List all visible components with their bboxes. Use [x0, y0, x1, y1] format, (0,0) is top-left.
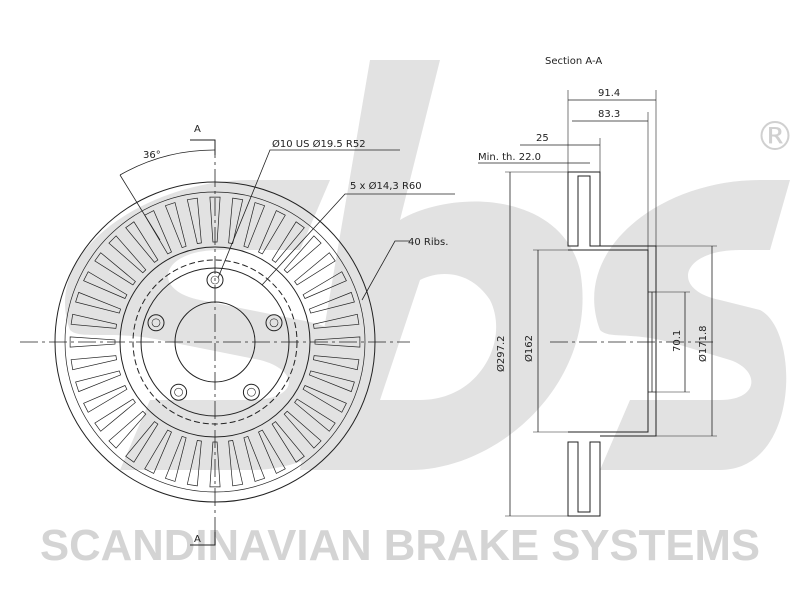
- rib: [144, 429, 172, 474]
- rib: [186, 197, 202, 245]
- section-marker-bottom: A: [194, 534, 201, 545]
- bolt-hole-inner: [210, 275, 220, 285]
- rib: [258, 210, 286, 255]
- center-hole-leader: [217, 149, 400, 279]
- rib: [302, 271, 347, 299]
- rib: [108, 235, 147, 274]
- dim-outer-diameter: Ø297.2: [495, 336, 507, 373]
- angle-arc: [119, 149, 216, 176]
- rib: [312, 355, 360, 371]
- bolt-hole: [147, 314, 165, 332]
- rib: [70, 355, 118, 371]
- rib: [125, 421, 159, 463]
- bolt-hole-inner: [174, 387, 183, 397]
- rib: [283, 410, 322, 449]
- rib: [83, 385, 128, 413]
- center-hole-label: Ø10 US Ø19.5 R52: [272, 138, 366, 150]
- section-arrow-bottom: [190, 532, 216, 546]
- rib: [294, 252, 336, 286]
- sbs-watermark-logo: [64, 60, 790, 470]
- dim-overall-height: 91.4: [598, 88, 620, 99]
- section-view: [478, 90, 717, 517]
- dim-min-thickness: Min. th. 22.0: [478, 152, 541, 163]
- rib: [243, 435, 266, 482]
- rib: [312, 313, 360, 329]
- rib: [228, 197, 244, 245]
- rib: [94, 252, 136, 286]
- dim-thickness: 25: [536, 133, 549, 144]
- dim-inner-diameter: Ø171.8: [697, 326, 709, 363]
- rib: [308, 370, 355, 393]
- ribs-leader: [361, 240, 410, 301]
- rib: [283, 235, 322, 274]
- angle-leader: [119, 174, 161, 241]
- rib: [108, 410, 147, 449]
- rib: [258, 429, 286, 474]
- rib: [164, 435, 187, 482]
- rib: [294, 398, 336, 432]
- rib: [209, 196, 221, 243]
- rib: [75, 291, 122, 314]
- rib: [228, 439, 244, 487]
- bolt-hole: [265, 314, 283, 332]
- rib: [271, 421, 305, 463]
- bolt-hole: [242, 383, 260, 401]
- rib: [94, 398, 136, 432]
- bolt-holes: [147, 271, 283, 401]
- rib: [209, 441, 221, 488]
- bolt-holes-leader: [261, 193, 455, 286]
- rib: [271, 221, 305, 263]
- bolt-hole-inner: [247, 387, 256, 397]
- rib: [83, 271, 128, 299]
- section-marker-top: A: [194, 124, 201, 135]
- section-title: Section A-A: [545, 56, 602, 67]
- rib: [125, 221, 159, 263]
- friction-ring-lower: [567, 441, 601, 517]
- hat-profile: [568, 245, 657, 437]
- bolt-holes-label: 5 x Ø14,3 R60: [350, 180, 422, 192]
- registered-mark: ®: [755, 114, 795, 160]
- rib: [69, 336, 116, 348]
- bolt-hole: [170, 383, 188, 401]
- cooling-ribs: [69, 196, 361, 488]
- ribs-label: 40 Ribs.: [408, 237, 448, 248]
- angle-label: 36°: [143, 150, 161, 161]
- front-view: [20, 139, 455, 546]
- friction-ring-upper: [567, 171, 601, 247]
- rib: [308, 291, 355, 314]
- dim-hat-diameter: Ø162: [523, 335, 535, 362]
- section-arrow-top: [190, 139, 216, 155]
- bolt-hole-inner: [269, 318, 279, 328]
- bolt-hole-inner: [151, 318, 161, 328]
- rib: [243, 202, 266, 249]
- dim-center-bore: 70.1: [672, 330, 683, 352]
- rib: [164, 202, 187, 249]
- rib: [70, 313, 118, 329]
- company-watermark: SCANDINAVIAN BRAKE SYSTEMS: [40, 521, 760, 570]
- rib: [186, 439, 202, 487]
- rib: [75, 370, 122, 393]
- rib: [302, 385, 347, 413]
- rib: [314, 336, 361, 348]
- rib: [144, 210, 172, 255]
- dim-hat-height: 83.3: [598, 109, 620, 120]
